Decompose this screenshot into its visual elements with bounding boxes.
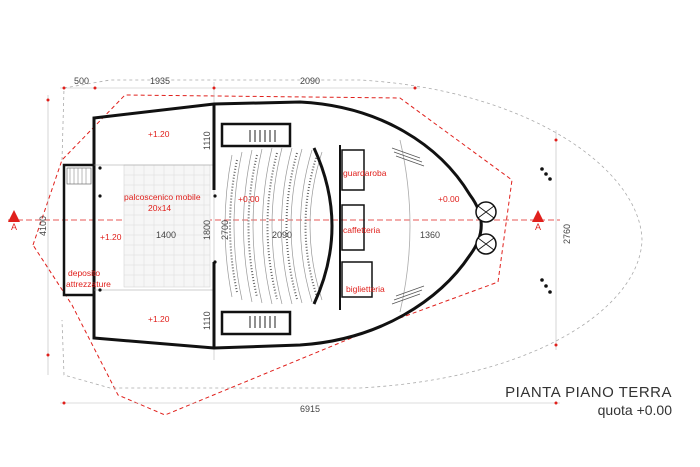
stair-core-top (220, 122, 292, 148)
ticket-office (341, 261, 373, 298)
cloakroom (341, 149, 365, 191)
level-stage-bottom: +1.20 (148, 314, 170, 324)
columns (98, 166, 552, 294)
drawing-title: PIANTA PIANO TERRA (505, 384, 672, 401)
hull-wall (92, 100, 483, 350)
room-ticket-office: biglietteria (346, 284, 385, 294)
dim-top-3: 2090 (300, 76, 320, 86)
dim-top-2: 1935 (150, 76, 170, 86)
stair-core (66, 167, 92, 185)
room-cafe: caffetteria (343, 225, 380, 235)
level-hall: +0.00 (238, 194, 260, 204)
dim-stage-opening: 2700 (220, 220, 230, 240)
dim-hall-depth: 2090 (272, 230, 292, 240)
dim-right-height: 2760 (562, 224, 572, 244)
room-stage-line1: palcoscenico mobile (124, 192, 201, 202)
section-marker-left (8, 210, 20, 222)
dim-stage-side-bottom: 1110 (202, 311, 212, 330)
stair-core-bottom (220, 310, 292, 336)
cafe (341, 204, 365, 251)
auditorium-back-wall (312, 147, 334, 305)
room-storage-line1: deposito (68, 268, 100, 278)
dimension-ticks (46, 86, 558, 405)
level-foyer: +0.00 (438, 194, 460, 204)
section-label-right: A (535, 222, 541, 232)
level-stage-left: +1.20 (100, 232, 122, 242)
roof-outline (61, 79, 643, 389)
stage-area (123, 164, 211, 288)
dim-foyer-depth: 1360 (420, 230, 440, 240)
auditorium-seating (224, 147, 323, 305)
section-marker-right (532, 210, 544, 222)
dim-bottom: 6915 (300, 404, 320, 414)
stair-treads (249, 130, 276, 328)
dim-top-1: 500 (74, 76, 89, 86)
dim-stage-depth: 1400 (156, 230, 176, 240)
foyer-glazing (399, 139, 411, 313)
stage-grid (124, 165, 210, 287)
dim-left-height: 4100 (38, 216, 48, 236)
site-outline (32, 94, 513, 416)
drawing-caption: PIANTA PIANO TERRA quota +0.00 (505, 384, 672, 418)
seat-rows-dotted (229, 152, 318, 300)
dim-stage-width: 1800 (202, 220, 212, 240)
door-leaf (477, 205, 495, 251)
room-cloakroom: guardaroba (343, 168, 387, 178)
section-label-left: A (11, 222, 17, 232)
stair-treads-left (69, 168, 87, 184)
room-storage-line2: attrezzature (66, 279, 111, 289)
foyer-stairs (391, 147, 425, 305)
drawing-subtitle: quota +0.00 (597, 402, 672, 418)
level-stage-top: +1.20 (148, 129, 170, 139)
room-stage-line2: 20x14 (148, 203, 171, 213)
dim-stage-side-top: 1110 (202, 131, 212, 150)
